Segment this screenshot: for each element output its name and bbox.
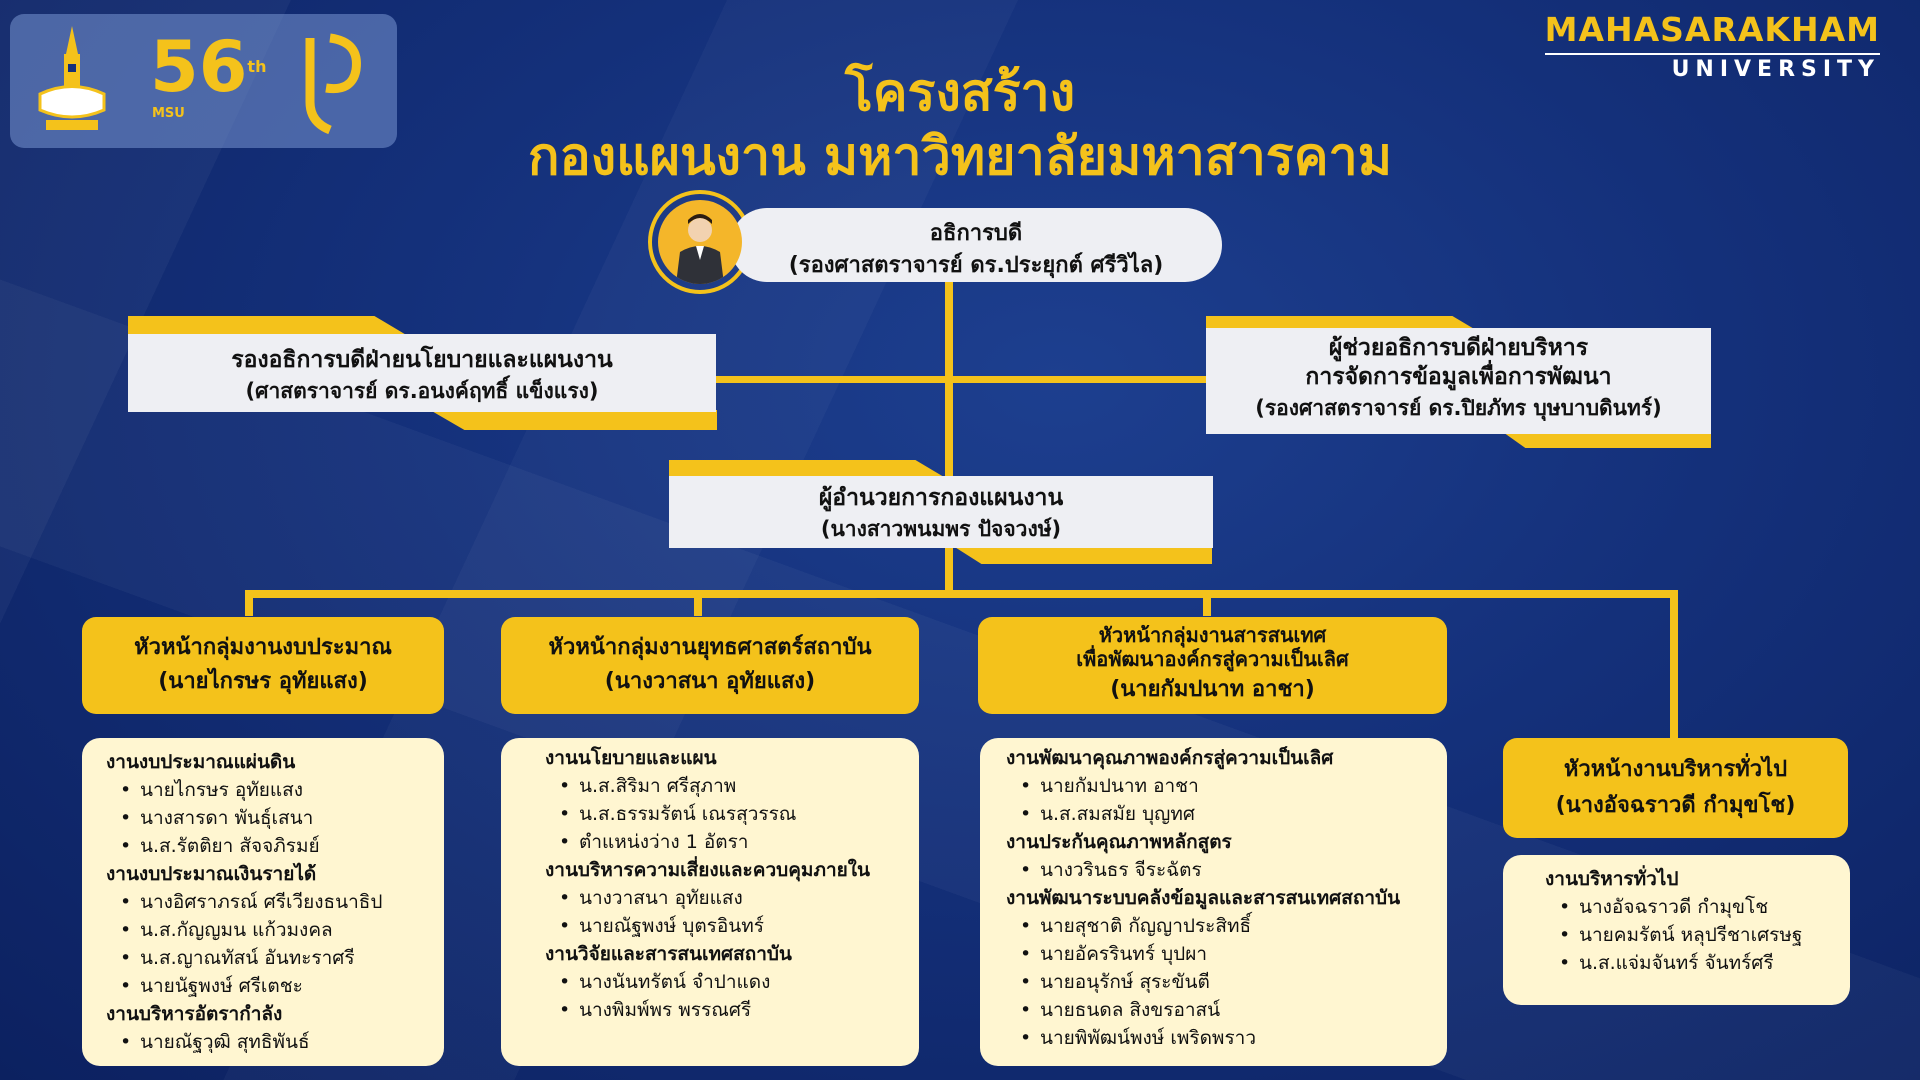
- director-box: ผู้อำนวยการกองแผนงาน (นางสาวพนมพร ปัจจวง…: [669, 476, 1213, 548]
- unit-member: น.ส.สมสมัย บุญทศ: [1006, 800, 1447, 828]
- connector-drop-4: [1670, 590, 1678, 738]
- unit-member: น.ส.รัตติยา สัจจภิรมย์: [106, 832, 444, 860]
- director-role: ผู้อำนวยการกองแผนงาน: [669, 482, 1213, 514]
- unit-member: นายณัฐพงษ์ บุตรอินทร์: [545, 912, 919, 940]
- unit-group-title: งานพัฒนาระบบคลังข้อมูลและสารสนเทศสถาบัน: [1006, 884, 1447, 912]
- vice-rector-tab-bottom: [430, 410, 717, 430]
- unit-group-title: งานนโยบายและแผน: [545, 744, 919, 772]
- unit-group-title: งานประกันคุณภาพหลักสูตร: [1006, 828, 1447, 856]
- unit-group-title: งานงบประมาณแผ่นดิน: [106, 748, 444, 776]
- page-title-line2: กองแผนงาน มหาวิทยาลัยมหาสารคาม: [0, 114, 1920, 197]
- rector-avatar: [658, 200, 742, 284]
- unit-member: นายนัฐพงษ์ ศรีเตชะ: [106, 972, 444, 1000]
- head-strategy-name: (นางวาสนา อุทัยแสง): [501, 665, 919, 699]
- rector-box: อธิการบดี (รองศาสตราจารย์ ดร.ประยุกต์ ศร…: [730, 208, 1222, 282]
- unit-member: นายธนดล สิงขรอาสน์: [1006, 996, 1447, 1024]
- unit-group-title: งานบริหารทั่วไป: [1545, 865, 1850, 893]
- connector-drop-3: [1203, 590, 1211, 616]
- rector-name: (รองศาสตราจารย์ ดร.ประยุกต์ ศรีวิไล): [730, 250, 1222, 282]
- head-information-box: หัวหน้ากลุ่มงานสารสนเทศ เพื่อพัฒนาองค์กร…: [978, 617, 1447, 714]
- unit-member: น.ส.ญาณทัสน์ อันทะราศรี: [106, 944, 444, 972]
- vice-rector-box: รองอธิการบดีฝ่ายนโยบายและแผนงาน (ศาสตราจ…: [128, 334, 716, 412]
- unit-member: นางนันทรัตน์ จำปาแดง: [545, 968, 919, 996]
- unit-information-box: งานพัฒนาคุณภาพองค์กรสู่ความเป็นเลิศ นายก…: [980, 738, 1447, 1066]
- unit-member: นายพิพัฒน์พงษ์ เพริดพราว: [1006, 1024, 1447, 1052]
- head-strategy-role: หัวหน้ากลุ่มงานยุทธศาสตร์สถาบัน: [501, 631, 919, 665]
- unit-member: นางอัจฉราวดี กำมุขโช: [1545, 893, 1850, 921]
- unit-group-title: งานพัฒนาคุณภาพองค์กรสู่ความเป็นเลิศ: [1006, 744, 1447, 772]
- unit-group-title: งานวิจัยและสารสนเทศสถาบัน: [545, 940, 919, 968]
- head-budget-name: (นายไกรษร อุทัยแสง): [82, 665, 444, 699]
- unit-member: นายไกรษร อุทัยแสง: [106, 776, 444, 804]
- unit-member: นายกัมปนาท อาชา: [1006, 772, 1447, 800]
- assistant-rector-box: ผู้ช่วยอธิการบดีฝ่ายบริหาร การจัดการข้อม…: [1206, 328, 1711, 434]
- unit-strategy-box: งานนโยบายและแผน น.ส.สิริมา ศรีสุภาพ น.ส.…: [501, 738, 919, 1066]
- unit-member: นางวาสนา อุทัยแสง: [545, 884, 919, 912]
- head-strategy-box: หัวหน้ากลุ่มงานยุทธศาสตร์สถาบัน (นางวาสน…: [501, 617, 919, 714]
- vice-rector-tab-top: [128, 316, 408, 336]
- head-information-role-line2: เพื่อพัฒนาองค์กรสู่ความเป็นเลิศ: [978, 647, 1447, 671]
- unit-budget-box: งานงบประมาณแผ่นดิน นายไกรษร อุทัยแสง นาง…: [82, 738, 444, 1066]
- connector-horizontal-bar: [245, 590, 1678, 598]
- director-name: (นางสาวพนมพร ปัจจวงษ์): [669, 514, 1213, 544]
- unit-group-title: งานบริหารอัตรากำลัง: [106, 1000, 444, 1028]
- unit-member: นางวรินธร จีระฉัตร: [1006, 856, 1447, 884]
- university-name: MAHASARAKHAM: [1545, 10, 1880, 49]
- unit-member: นางสารดา พันธุ์เสนา: [106, 804, 444, 832]
- unit-member: นายคมรัตน์ หลุปรีชาเศรษฐ: [1545, 921, 1850, 949]
- vice-rector-name: (ศาสตราจารย์ ดร.อนงค์ฤทธิ์ แข็งแรง): [128, 376, 716, 406]
- head-general-admin-box: หัวหน้างานบริหารทั่วไป (นางอัจฉราวดี กำม…: [1503, 738, 1848, 838]
- assistant-rector-name: (รองศาสตราจารย์ ดร.ปิยภัทร บุษบาบดินทร์): [1206, 392, 1711, 424]
- vice-rector-role: รองอธิการบดีฝ่ายนโยบายและแผนงาน: [128, 344, 716, 376]
- unit-member: น.ส.ธรรมรัตน์ เณรสุวรรณ: [545, 800, 919, 828]
- connector-drop-2: [694, 590, 702, 616]
- rector-role: อธิการบดี: [730, 218, 1222, 250]
- head-information-name: (นายกัมปนาท อาชา): [978, 671, 1447, 709]
- unit-member: น.ส.แจ่มจันทร์ จันทร์ศรี: [1545, 949, 1850, 977]
- unit-member: น.ส.สิริมา ศรีสุภาพ: [545, 772, 919, 800]
- connector-left-branch: [700, 376, 950, 383]
- unit-member: นายอัครรินทร์ บุปผา: [1006, 940, 1447, 968]
- unit-member: นายอนุรักษ์ สุระขันตี: [1006, 968, 1447, 996]
- connector-right-branch: [950, 376, 1210, 383]
- connector-drop-1: [245, 590, 253, 616]
- unit-group-title: งานงบประมาณเงินรายได้: [106, 860, 444, 888]
- head-information-role-line1: หัวหน้ากลุ่มงานสารสนเทศ: [978, 623, 1447, 647]
- unit-member: น.ส.กัญญมน แก้วมงคล: [106, 916, 444, 944]
- unit-member: นายณัฐวุฒิ สุทธิพันธ์: [106, 1028, 444, 1056]
- unit-member: นางพิมพ์พร พรรณศรี: [545, 996, 919, 1024]
- person-icon: [658, 200, 742, 284]
- unit-member: ตำแหน่งว่าง 1 อัตรา: [545, 828, 919, 856]
- unit-group-title: งานบริหารความเสี่ยงและควบคุมภายใน: [545, 856, 919, 884]
- unit-member: นางอิศราภรณ์ ศรีเวียงธนาธิป: [106, 888, 444, 916]
- head-budget-role: หัวหน้ากลุ่มงานงบประมาณ: [82, 631, 444, 665]
- head-budget-box: หัวหน้ากลุ่มงานงบประมาณ (นายไกรษร อุทัยแ…: [82, 617, 444, 714]
- assistant-rector-role-line1: ผู้ช่วยอธิการบดีฝ่ายบริหาร: [1206, 334, 1711, 363]
- unit-member: นายสุชาติ กัญญาประสิทธิ์: [1006, 912, 1447, 940]
- assistant-rector-role-line2: การจัดการข้อมูลเพื่อการพัฒนา: [1206, 363, 1711, 392]
- head-general-admin-name: (นางอัจฉราวดี กำมุขโช): [1503, 788, 1848, 824]
- unit-general-admin-box: งานบริหารทั่วไป นางอัจฉราวดี กำมุขโช นาย…: [1503, 855, 1850, 1005]
- head-general-admin-role: หัวหน้างานบริหารทั่วไป: [1503, 752, 1848, 788]
